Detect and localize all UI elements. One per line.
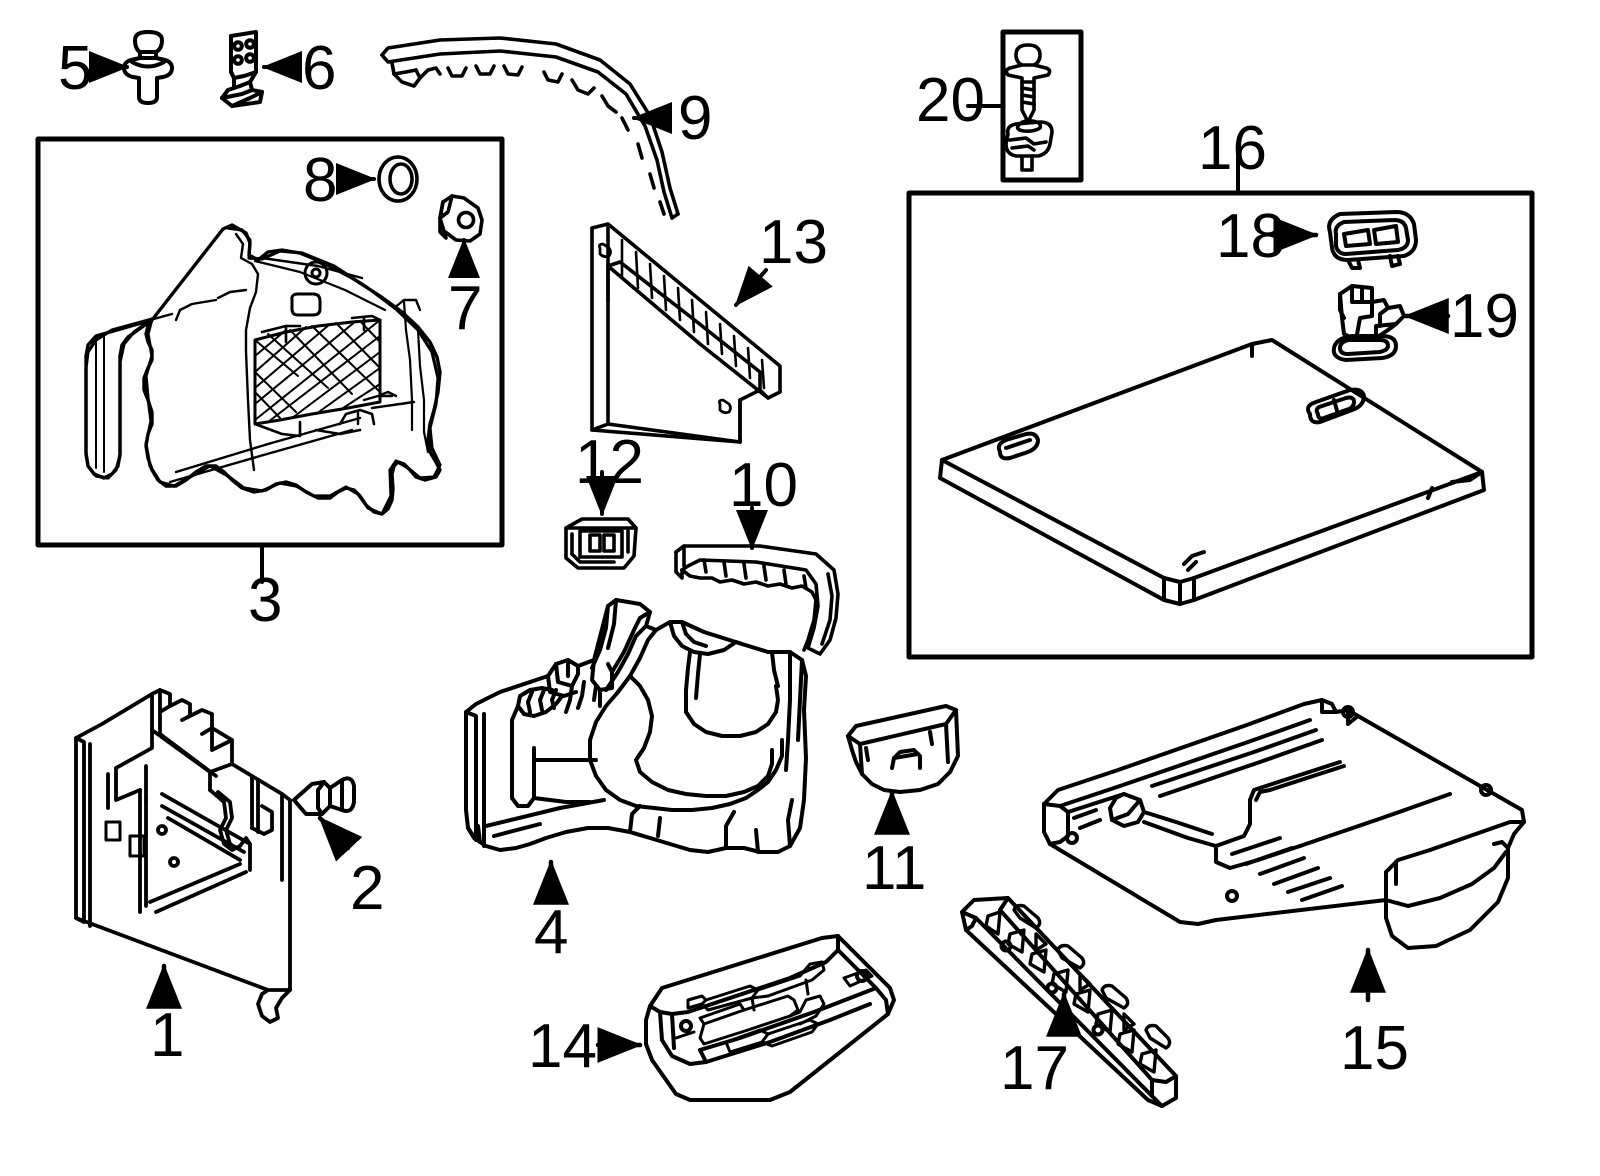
callout-label-12[interactable]: 12	[575, 428, 644, 497]
callout-label-7[interactable]: 7	[448, 274, 483, 343]
part-13-scuff-plate	[590, 222, 782, 444]
part-14-tool-kit-tray	[644, 934, 896, 1102]
callout-label-18[interactable]: 18	[1216, 202, 1285, 271]
part-5-push-pin	[122, 30, 174, 105]
callout-label-4[interactable]: 4	[534, 898, 569, 967]
part-20-grommet	[1004, 119, 1054, 172]
part-9-roof-trim	[380, 36, 680, 220]
part-7-retainer-clip	[438, 194, 484, 243]
callout-label-3[interactable]: 3	[248, 566, 283, 635]
part-19-lift-hook	[1331, 284, 1406, 362]
callout-13-arrow	[734, 265, 773, 307]
callout-label-20[interactable]: 20	[916, 66, 985, 135]
callout-label-1[interactable]: 1	[150, 1001, 185, 1070]
part-12-clip	[564, 517, 638, 570]
part-16-floor-board	[938, 338, 1486, 606]
part-8-grommet	[377, 155, 419, 203]
part-17-tool-rack	[960, 896, 1178, 1108]
part-11-storage-tray	[846, 704, 960, 794]
callout-label-6[interactable]: 6	[302, 34, 337, 103]
callout-label-19[interactable]: 19	[1450, 282, 1519, 351]
callout-label-14[interactable]: 14	[528, 1012, 597, 1081]
part-4-wheelhouse-trim	[464, 598, 808, 854]
part-1-back-panel-trim	[74, 688, 292, 1024]
callout-2-arrow	[317, 815, 363, 862]
part-15-well-cover	[1042, 698, 1526, 950]
callout-label-13[interactable]: 13	[759, 208, 828, 277]
callout-label-5[interactable]: 5	[58, 34, 93, 103]
part-10-trim-strip	[674, 544, 840, 656]
part-3-outline-detail	[84, 226, 442, 516]
part-18-recessed-handle	[1327, 210, 1418, 270]
box-16-cargo-floor	[906, 153, 1535, 660]
part-2-retainer-pin	[292, 776, 356, 816]
callout-label-17[interactable]: 17	[1000, 1034, 1069, 1103]
callout-label-16[interactable]: 16	[1198, 114, 1267, 183]
callout-label-2[interactable]: 2	[350, 854, 385, 923]
callout-label-8[interactable]: 8	[303, 146, 338, 215]
callout-label-10[interactable]: 10	[729, 451, 798, 520]
part-6-bracket	[220, 30, 264, 108]
callout-label-15[interactable]: 15	[1340, 1014, 1409, 1083]
callout-label-9[interactable]: 9	[678, 84, 713, 153]
part-20-screw	[1004, 43, 1052, 124]
callout-label-11[interactable]: 11	[862, 834, 927, 903]
